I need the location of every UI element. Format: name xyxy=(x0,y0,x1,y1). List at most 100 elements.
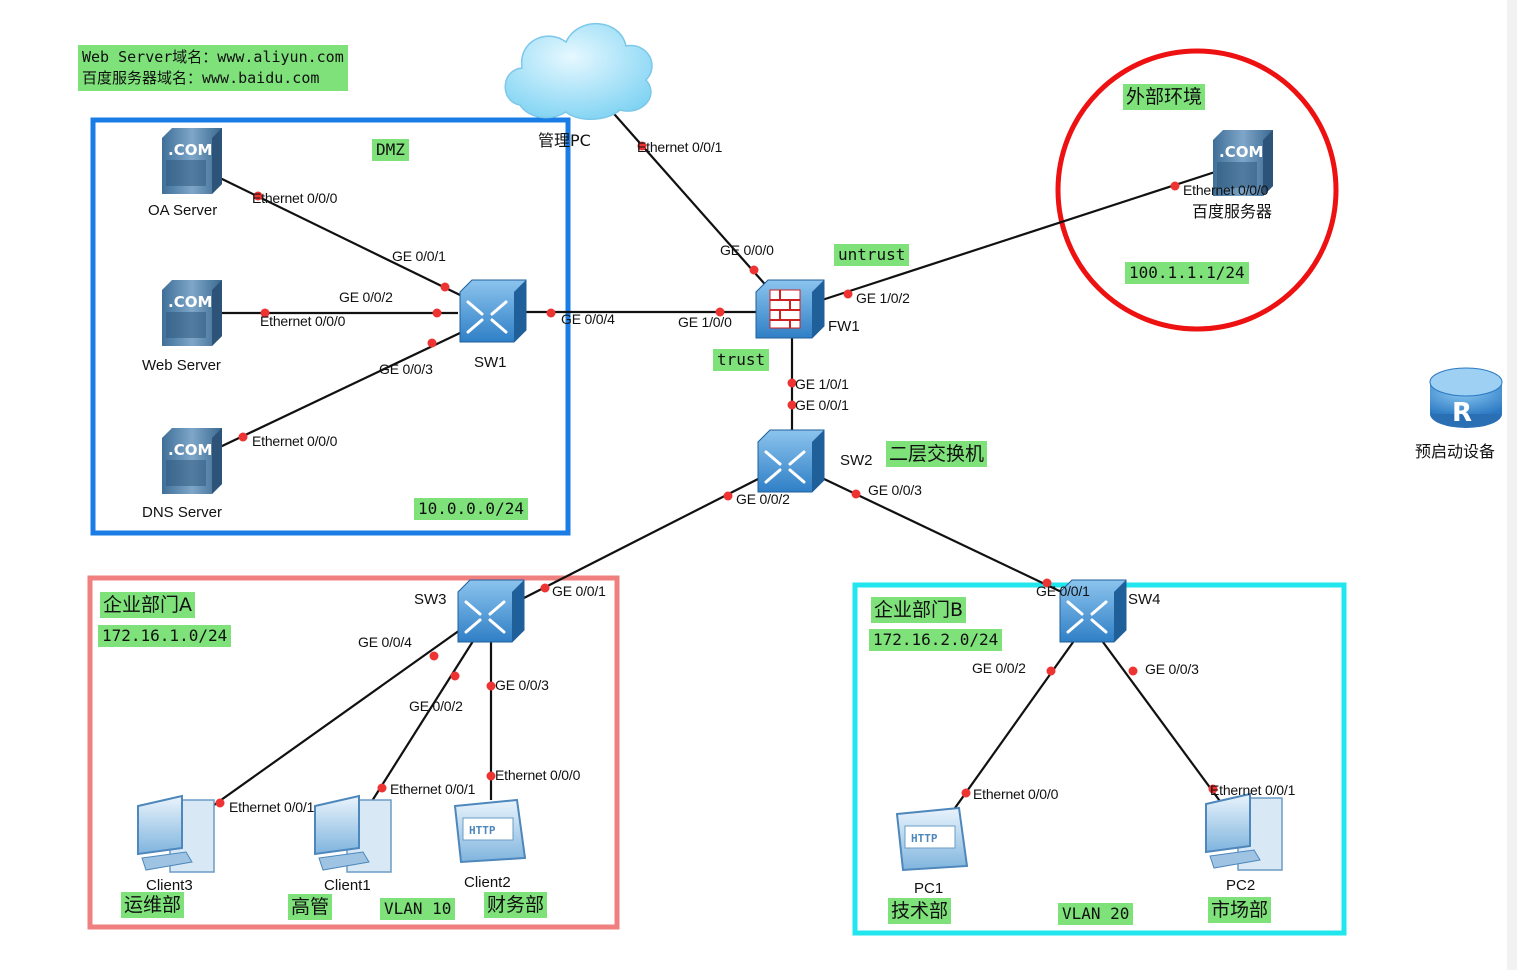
sw3-switch-icon[interactable] xyxy=(457,579,525,643)
links xyxy=(199,97,1226,821)
dmz-tag: DMZ xyxy=(372,139,409,161)
port-dns-eth: Ethernet 0/0/0 xyxy=(252,433,338,449)
port-fw-ge101: GE 1/0/1 xyxy=(795,376,849,392)
sw3-label: SW3 xyxy=(414,591,447,608)
fw1-label: FW1 xyxy=(828,318,860,335)
link-sw2-sw3 xyxy=(519,477,761,601)
svg-text:R: R xyxy=(1452,398,1472,428)
port-sw3-ge004: GE 0/0/4 xyxy=(358,634,412,650)
link-sw2-sw4 xyxy=(821,477,1073,598)
pc2-pc-icon[interactable] xyxy=(1205,792,1283,871)
client2-role-tag: 财务部 xyxy=(484,892,548,918)
trust-tag: trust xyxy=(713,349,770,371)
svg-text:.COM: .COM xyxy=(168,141,212,159)
port-sw2-ge002: GE 0/0/2 xyxy=(736,491,790,507)
link-sw4-pc2 xyxy=(1099,637,1226,809)
port-pc2-eth: Ethernet 0/0/1 xyxy=(1210,782,1296,798)
dmz-zone-frame xyxy=(90,117,571,536)
client1-role-tag: 高管 xyxy=(288,894,333,920)
external-tag: 外部环境 xyxy=(1123,84,1206,110)
port-oa-eth: Ethernet 0/0/0 xyxy=(252,190,338,206)
fw1-firewall-icon[interactable] xyxy=(755,279,825,339)
client3-role-tag: 运维部 xyxy=(121,892,185,918)
port-pc1-eth: Ethernet 0/0/0 xyxy=(973,786,1059,802)
cloud-label: 管理PC xyxy=(538,131,591,150)
port-client1-eth: Ethernet 0/0/1 xyxy=(390,781,476,797)
port-sw1-ge003: GE 0/0/3 xyxy=(379,361,433,377)
svg-text:HTTP: HTTP xyxy=(911,832,938,845)
window-right-edge xyxy=(1507,0,1517,970)
pc1-http-client-icon[interactable]: HTTP xyxy=(895,806,969,872)
port-sw1-ge002: GE 0/0/2 xyxy=(339,289,393,305)
dept-a-zone-frame xyxy=(87,575,620,930)
port-sw3-ge002: GE 0/0/2 xyxy=(409,698,463,714)
web-server-label: Web Server xyxy=(142,357,221,374)
port-client2-eth: Ethernet 0/0/0 xyxy=(495,767,581,783)
client1-pc-icon[interactable] xyxy=(314,794,392,873)
link-sw3-client3 xyxy=(199,629,461,816)
port-sw4-ge003: GE 0/0/3 xyxy=(1145,661,1199,677)
port-sw2-ge003: GE 0/0/3 xyxy=(868,482,922,498)
baidu-server-label: 百度服务器 xyxy=(1192,202,1273,221)
port-fw-ge100: GE 1/0/0 xyxy=(678,314,732,330)
sw2-label: SW2 xyxy=(840,452,873,469)
port-client3-eth: Ethernet 0/0/1 xyxy=(229,799,315,815)
pc2-label: PC2 xyxy=(1226,877,1256,894)
oa-server-label: OA Server xyxy=(148,202,218,219)
port-dots xyxy=(215,141,1218,808)
link-dns-sw1 xyxy=(219,332,461,448)
info-line-web: Web Server域名：www.aliyun.com xyxy=(82,48,344,66)
port-fw-ge000: GE 0/0/0 xyxy=(720,242,774,258)
client3-label: Client3 xyxy=(146,877,193,894)
sw2-role-tag: 二层交换机 xyxy=(886,441,988,467)
untrust-tag: untrust xyxy=(834,244,910,266)
link-sw4-pc1 xyxy=(949,637,1077,816)
sw4-label: SW4 xyxy=(1128,591,1161,608)
vlan10-tag: VLAN 10 xyxy=(380,898,456,920)
port-sw1-ge004: GE 0/0/4 xyxy=(561,311,615,327)
port-baidu-eth: Ethernet 0/0/0 xyxy=(1183,182,1269,198)
dept-a-subnet-tag: 172.16.1.0/24 xyxy=(98,625,232,647)
router-label: 预启动设备 xyxy=(1415,442,1496,461)
sw4-switch-icon[interactable] xyxy=(1059,579,1127,643)
domain-info-box: Web Server域名：www.aliyun.com 百度服务器域名：www.… xyxy=(78,45,348,91)
client1-label: Client1 xyxy=(324,877,371,894)
port-sw4-ge001: GE 0/0/1 xyxy=(1036,583,1090,599)
svg-text:.COM: .COM xyxy=(1219,143,1263,161)
pc2-role-tag: 市场部 xyxy=(1208,897,1272,923)
pc1-role-tag: 技术部 xyxy=(888,898,952,924)
sw2-switch-icon[interactable] xyxy=(757,429,825,493)
sw1-switch-icon[interactable] xyxy=(459,279,527,343)
router-icon[interactable]: R xyxy=(1429,367,1503,428)
dns-server-label: DNS Server xyxy=(142,504,223,521)
dmz-subnet-tag: 10.0.0.0/24 xyxy=(414,498,528,520)
cloud-icon[interactable] xyxy=(504,23,653,120)
baidu-server-icon[interactable]: .COM xyxy=(1213,130,1273,196)
port-sw3-ge003: GE 0/0/3 xyxy=(495,677,549,693)
external-ip-tag: 100.1.1.1/24 xyxy=(1125,262,1249,284)
client3-pc-icon[interactable] xyxy=(137,794,215,873)
port-sw4-ge002: GE 0/0/2 xyxy=(972,660,1026,676)
client2-http-client-icon[interactable]: HTTP xyxy=(453,798,527,864)
dns-server-icon[interactable]: .COM xyxy=(162,428,222,494)
svg-text:.COM: .COM xyxy=(168,293,212,311)
port-sw3-ge001: GE 0/0/1 xyxy=(552,583,606,599)
pc1-label: PC1 xyxy=(914,880,944,897)
link-fw1-baidu xyxy=(821,170,1216,302)
port-cloud-eth: Ethernet 0/0/1 xyxy=(637,139,723,155)
link-cloud-fw1 xyxy=(599,97,771,291)
port-sw2-ge001: GE 0/0/1 xyxy=(795,397,849,413)
web-server-icon[interactable]: .COM xyxy=(162,280,222,346)
svg-text:HTTP: HTTP xyxy=(469,824,496,837)
dept-b-tag: 企业部门B xyxy=(871,597,967,623)
port-web-eth: Ethernet 0/0/0 xyxy=(260,313,346,329)
port-sw1-ge001: GE 0/0/1 xyxy=(392,248,446,264)
info-line-baidu: 百度服务器域名：www.baidu.com xyxy=(82,69,320,87)
external-zone-frame xyxy=(1055,48,1339,332)
port-fw-ge102: GE 1/0/2 xyxy=(856,290,910,306)
sw1-label: SW1 xyxy=(474,354,507,371)
dept-b-subnet-tag: 172.16.2.0/24 xyxy=(869,629,1003,651)
oa-server-icon[interactable]: .COM xyxy=(162,128,222,194)
client2-label: Client2 xyxy=(464,874,511,891)
